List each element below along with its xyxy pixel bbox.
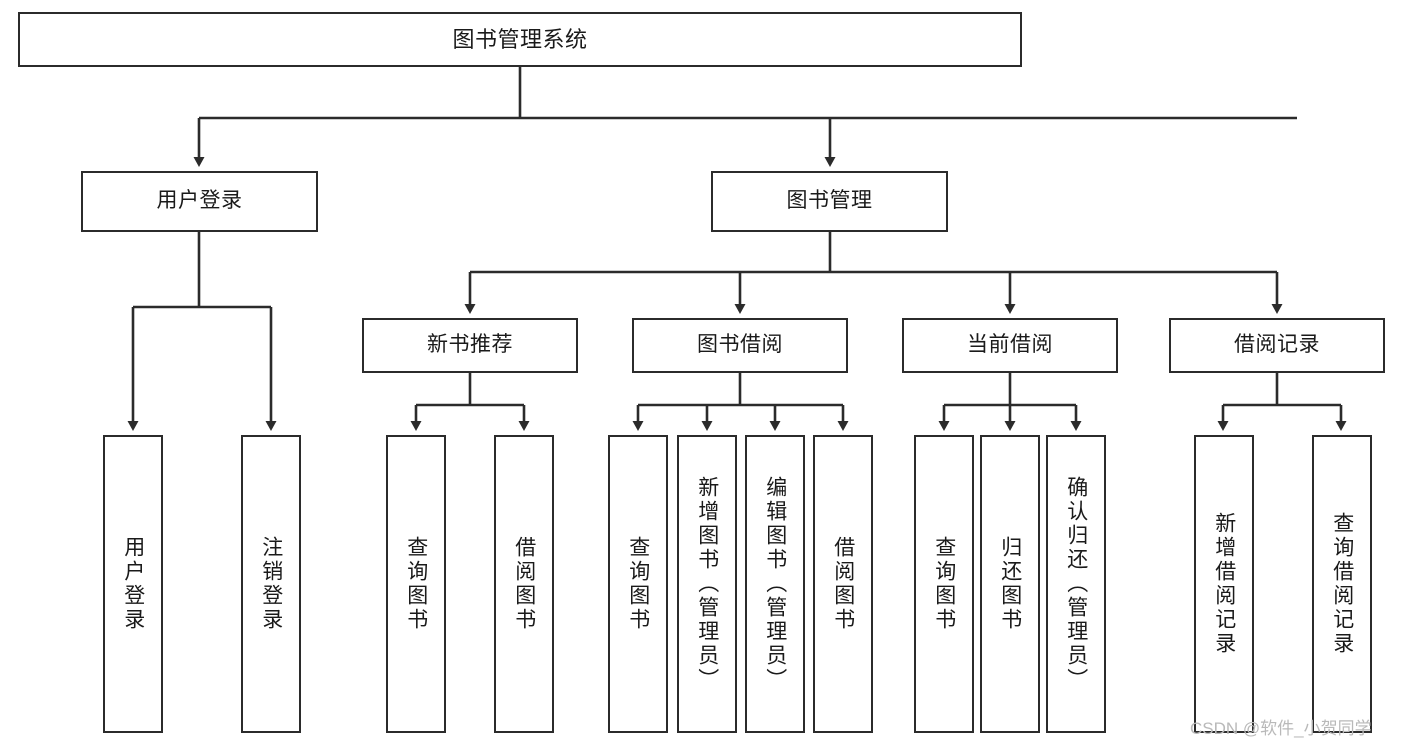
node-label: 用户登录: [121, 536, 145, 632]
node-label: 注销登录: [259, 536, 283, 632]
node-label: 图书管理系统: [452, 26, 588, 52]
leaf-book-borrow-edit-admin[interactable]: 编辑图书（管理员）: [745, 435, 805, 733]
leaf-book-borrow-query[interactable]: 查询图书: [608, 435, 668, 733]
leaf-new-book-query[interactable]: 查询图书: [386, 435, 446, 733]
leaf-current-borrow-query[interactable]: 查询图书: [914, 435, 974, 733]
leaf-book-borrow-add-admin[interactable]: 新增图书（管理员）: [677, 435, 737, 733]
node-label: 图书管理: [786, 189, 873, 213]
node-label: 新增借阅记录: [1212, 512, 1236, 656]
leaf-borrow-record-query[interactable]: 查询借阅记录: [1312, 435, 1372, 733]
node-label: 归还图书: [998, 536, 1022, 632]
node-root-system[interactable]: 图书管理系统: [18, 12, 1022, 67]
node-label: 编辑图书（管理员）: [763, 476, 787, 692]
node-label: 借阅图书: [512, 536, 536, 632]
node-book-borrow[interactable]: 图书借阅: [632, 318, 848, 373]
leaf-current-borrow-return[interactable]: 归还图书: [980, 435, 1040, 733]
node-label: 用户登录: [156, 189, 243, 213]
leaf-user-login-signout[interactable]: 注销登录: [241, 435, 301, 733]
node-label: 确认归还（管理员）: [1064, 476, 1088, 692]
node-borrow-record[interactable]: 借阅记录: [1169, 318, 1385, 373]
leaf-borrow-record-add[interactable]: 新增借阅记录: [1194, 435, 1254, 733]
leaf-current-borrow-confirm-admin[interactable]: 确认归还（管理员）: [1046, 435, 1106, 733]
node-new-book-recommend[interactable]: 新书推荐: [362, 318, 578, 373]
node-label: 查询图书: [626, 536, 650, 632]
node-label: 借阅图书: [831, 536, 855, 632]
leaf-user-login-signin[interactable]: 用户登录: [103, 435, 163, 733]
leaf-new-book-borrow[interactable]: 借阅图书: [494, 435, 554, 733]
node-label: 借阅记录: [1234, 333, 1320, 357]
node-current-borrow[interactable]: 当前借阅: [902, 318, 1118, 373]
node-user-login[interactable]: 用户登录: [81, 171, 318, 232]
node-label: 当前借阅: [967, 333, 1053, 357]
leaf-book-borrow-borrow[interactable]: 借阅图书: [813, 435, 873, 733]
node-label: 查询借阅记录: [1330, 512, 1354, 656]
watermark: CSDN @软件_小贺同学: [1190, 719, 1372, 738]
node-label: 新书推荐: [427, 333, 513, 357]
node-label: 查询图书: [932, 536, 956, 632]
node-book-management[interactable]: 图书管理: [711, 171, 948, 232]
node-label: 查询图书: [404, 536, 428, 632]
node-label: 图书借阅: [697, 333, 783, 357]
node-label: 新增图书（管理员）: [695, 476, 719, 692]
